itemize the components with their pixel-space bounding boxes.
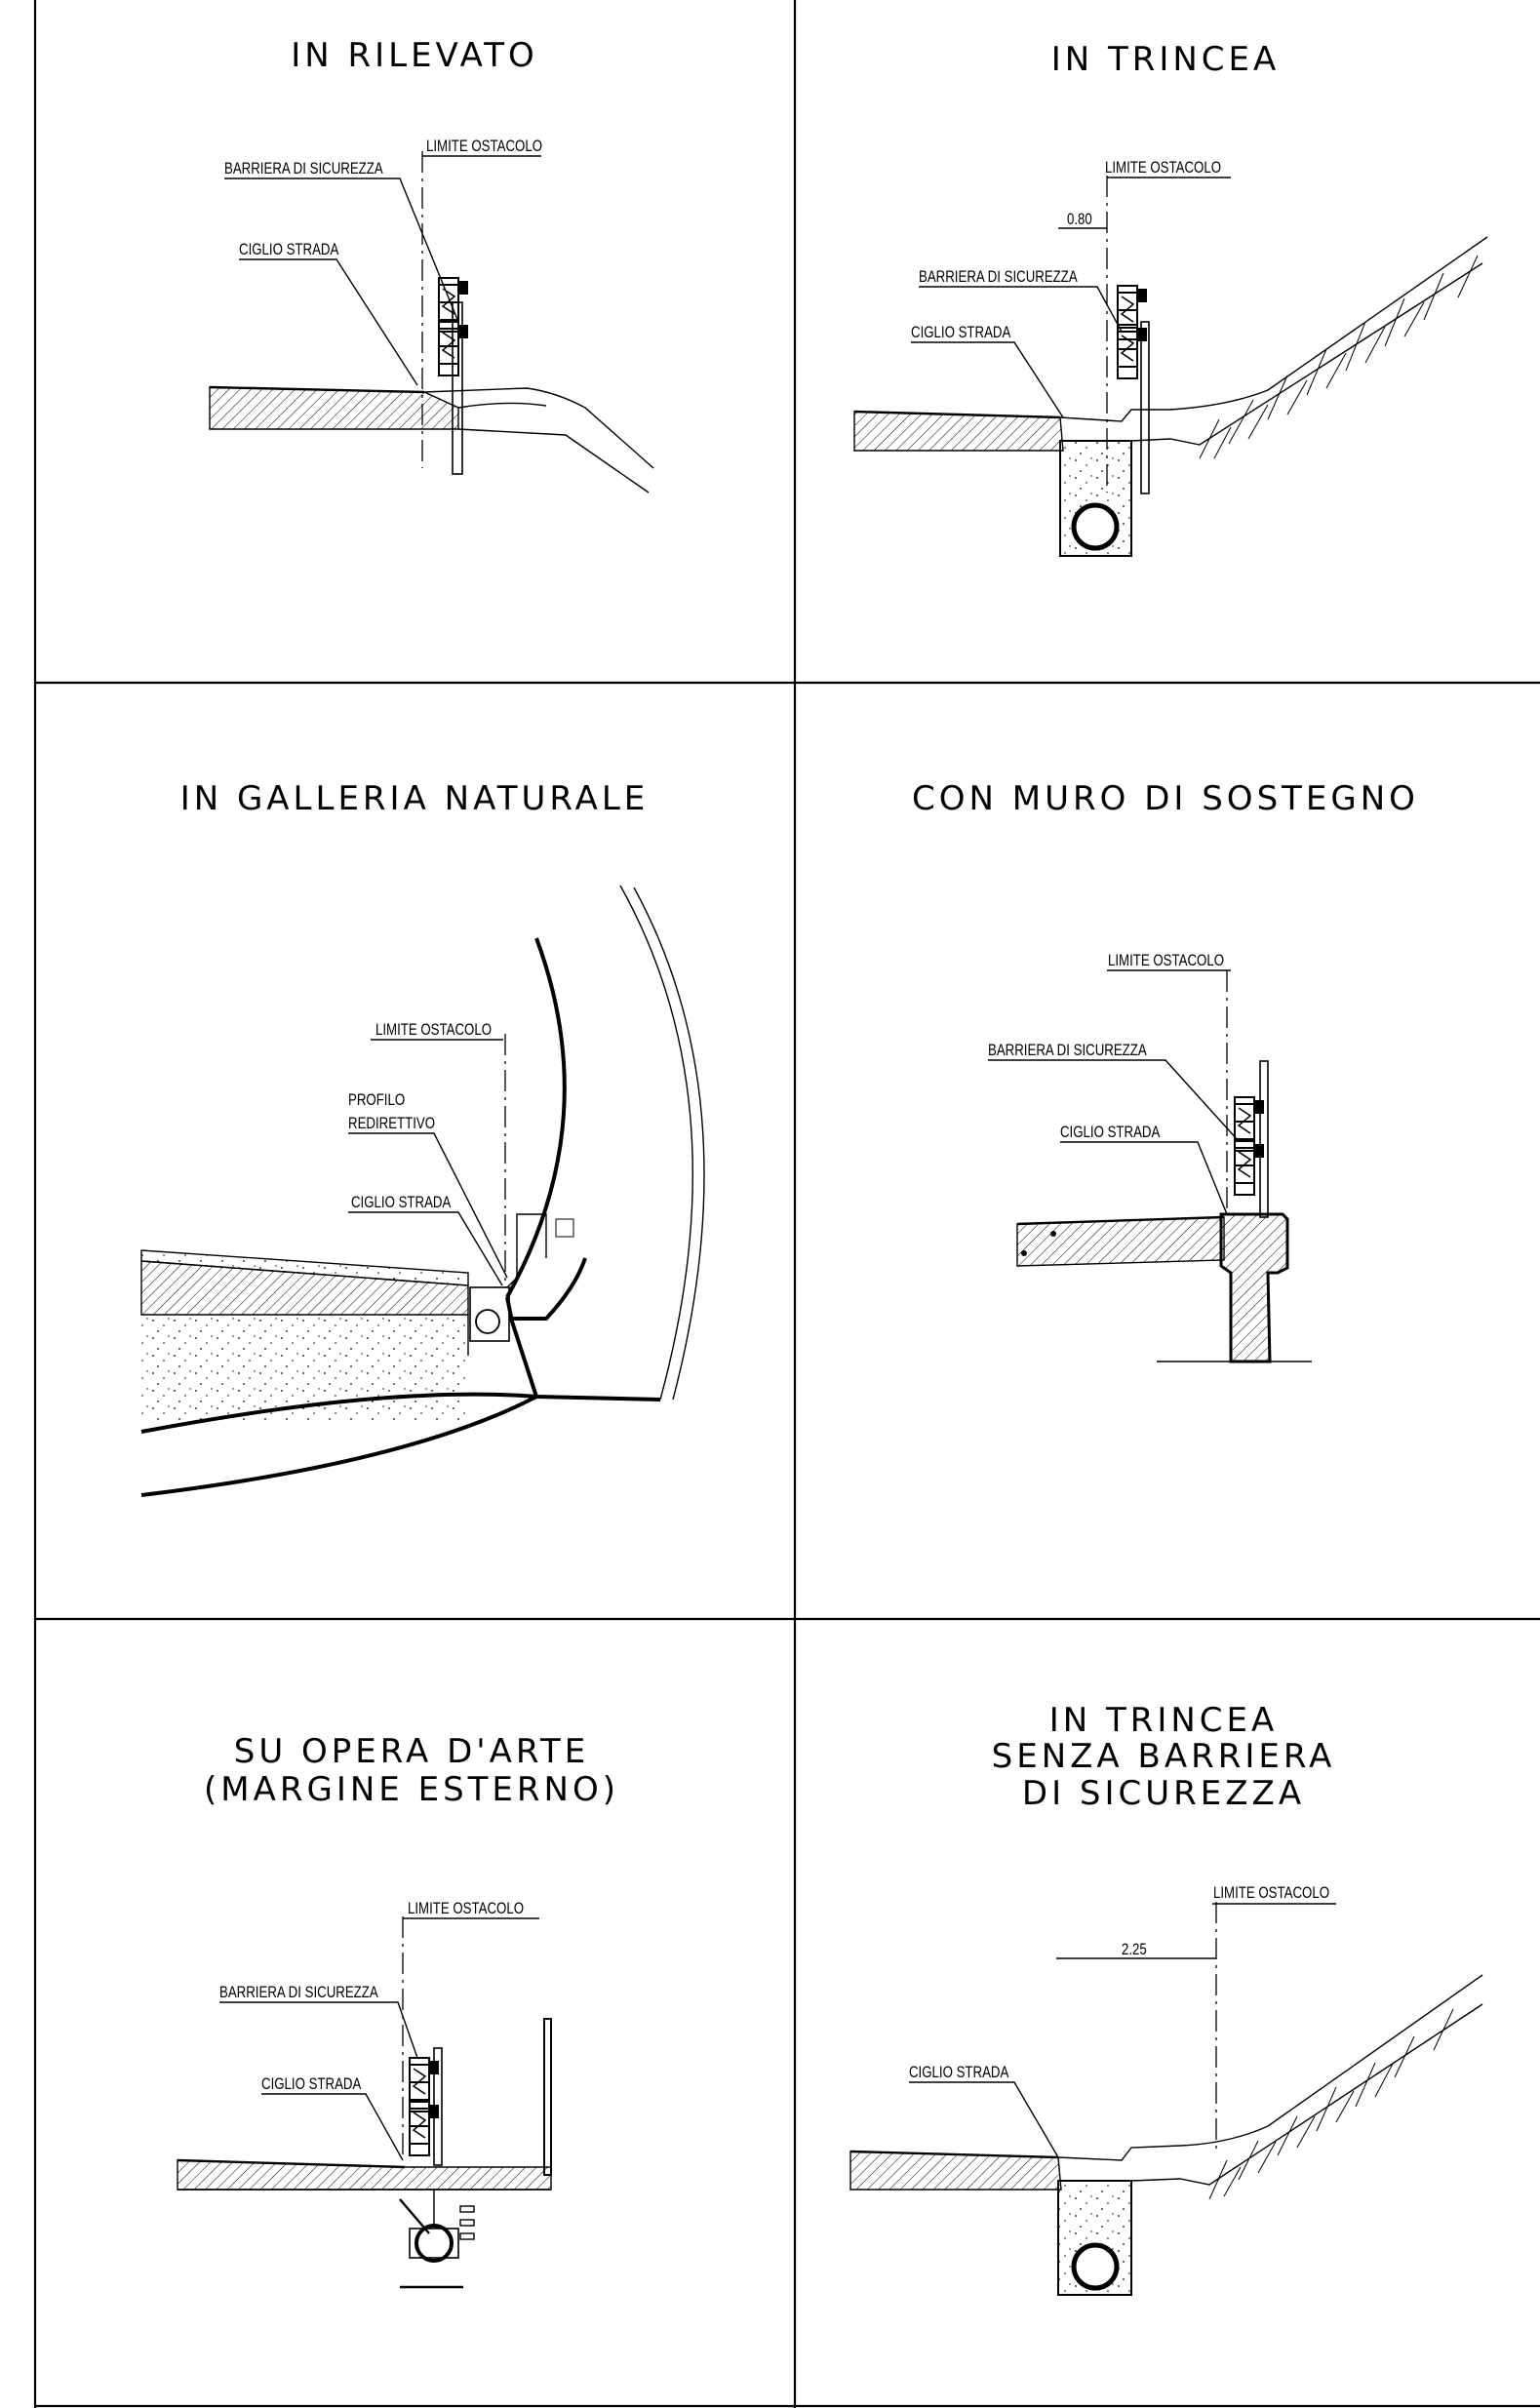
panel-title: IN RILEVATO bbox=[291, 36, 538, 75]
dimension-080: 0.80 bbox=[1067, 211, 1092, 229]
panel-subtitle: (MARGINE ESTERNO) bbox=[204, 1770, 619, 1809]
panel-in-rilevato: IN RILEVATO LIMITE OSTACOLO BARRIERA DI … bbox=[209, 36, 654, 493]
panel-title: IN TRINCEA bbox=[1051, 40, 1281, 79]
label-ciglio: CIGLIO STRADA bbox=[909, 2064, 1009, 2082]
pavement-hatch bbox=[209, 386, 459, 430]
label-limite-ostacolo: LIMITE OSTACOLO bbox=[1108, 952, 1224, 970]
panel-in-galleria-naturale: IN GALLERIA NATURALE LIMITE OSTACOLO PRO… bbox=[140, 779, 705, 1497]
label-profilo: PROFILO bbox=[348, 1091, 405, 1110]
label-limite-ostacolo: LIMITE OSTACOLO bbox=[426, 138, 542, 156]
label-ciglio: CIGLIO STRADA bbox=[351, 1194, 452, 1212]
label-barriera: BARRIERA DI SICUREZZA bbox=[919, 268, 1078, 287]
label-limite-ostacolo: LIMITE OSTACOLO bbox=[375, 1021, 492, 1040]
label-limite-ostacolo: LIMITE OSTACOLO bbox=[408, 1900, 524, 1918]
panel-title: SU OPERA D'ARTE bbox=[234, 1732, 590, 1771]
label-barriera: BARRIERA DI SICUREZZA bbox=[988, 1042, 1147, 1060]
panel-title: CON MURO DI SOSTEGNO bbox=[912, 779, 1419, 818]
panel-in-trincea: IN TRINCEA 0.80 LIMITE OSTACOLO BARRIERA… bbox=[853, 40, 1488, 557]
label-ciglio: CIGLIO STRADA bbox=[239, 241, 339, 259]
label-ciglio: CIGLIO STRADA bbox=[911, 324, 1011, 342]
label-redirettivo: REDIRETTIVO bbox=[348, 1115, 435, 1133]
panel-subtitle-2: DI SICUREZZA bbox=[1022, 1774, 1305, 1813]
label-limite-ostacolo: LIMITE OSTACOLO bbox=[1213, 1884, 1329, 1903]
panel-su-opera-darte: SU OPERA D'ARTE (MARGINE ESTERNO) LIMITE… bbox=[177, 1732, 619, 2289]
label-ciglio: CIGLIO STRADA bbox=[1060, 1124, 1161, 1142]
label-barriera: BARRIERA DI SICUREZZA bbox=[224, 160, 383, 178]
label-limite-ostacolo: LIMITE OSTACOLO bbox=[1105, 159, 1221, 178]
panel-subtitle: SENZA BARRIERA bbox=[992, 1737, 1336, 1776]
panel-in-trincea-senza-barriera: IN TRINCEA SENZA BARRIERA DI SICUREZZA L… bbox=[849, 1701, 1483, 2296]
label-ciglio: CIGLIO STRADA bbox=[261, 2075, 362, 2094]
panel-title: IN GALLERIA NATURALE bbox=[180, 779, 650, 818]
label-barriera: BARRIERA DI SICUREZZA bbox=[219, 1984, 378, 2002]
dimension-225: 2.25 bbox=[1122, 1941, 1147, 1959]
panel-con-muro-di-sostegno: CON MURO DI SOSTEGNO LIMITE OSTACOLO BAR… bbox=[912, 779, 1419, 1363]
panel-title: IN TRINCEA bbox=[1049, 1701, 1279, 1740]
frame-grid bbox=[33, 0, 1540, 2408]
